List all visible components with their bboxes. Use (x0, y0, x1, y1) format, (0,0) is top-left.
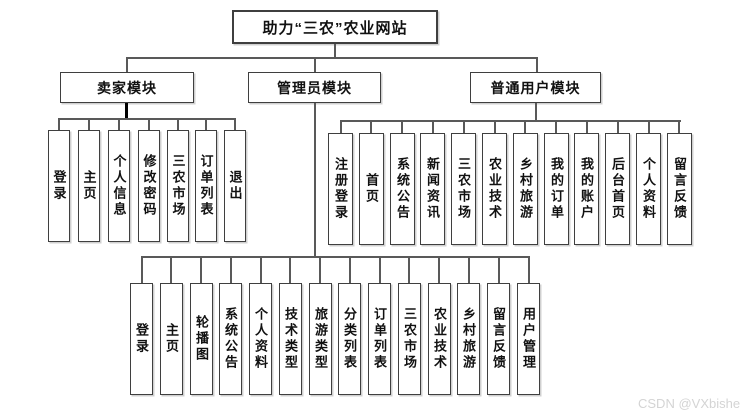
connector-leaf-stub (438, 256, 440, 283)
connector-root-drop (334, 44, 336, 58)
leaf-node: 技术类型 (279, 283, 302, 395)
leaf-node: 主页 (78, 130, 100, 242)
connector-leaf-stub (617, 120, 619, 133)
leaf-node: 乡村旅游 (457, 283, 480, 395)
connector-leaf-stub (401, 120, 403, 133)
connector-leaf-stub (463, 120, 465, 133)
leaf-node: 分类列表 (338, 283, 361, 395)
connector-leaf-stub (289, 256, 291, 283)
connector-drop-admin (314, 57, 316, 72)
leaf-node: 首页 (359, 133, 384, 245)
connector-leaf-stub (648, 120, 650, 133)
connector-leaf-stub (260, 256, 262, 283)
leaf-node: 留言反馈 (667, 133, 692, 245)
connector-leaf-stub (170, 256, 172, 283)
connector-leaf-stub (58, 118, 60, 130)
leaf-node: 农业技术 (428, 283, 451, 395)
leaf-node: 个人资料 (249, 283, 272, 395)
connector-admin-rail (141, 256, 530, 258)
leaf-node: 系统公告 (219, 283, 242, 395)
connector-leaf-stub (524, 120, 526, 133)
connector-leaf-stub (230, 256, 232, 283)
connector-leaf-stub (340, 120, 342, 133)
leaf-node: 个人信息 (108, 130, 130, 242)
leaf-node: 农业技术 (482, 133, 507, 245)
connector-seller-rail (58, 118, 236, 120)
connector-leaf-stub (205, 118, 207, 130)
connector-leaf-stub (148, 118, 150, 130)
connector-leaf-stub (370, 120, 372, 133)
connector-drop-user (536, 57, 538, 72)
connector-seller-trunk (125, 103, 128, 120)
leaf-node: 登录 (130, 283, 153, 395)
leaf-node: 我的账户 (574, 133, 599, 245)
connector-leaf-stub (379, 256, 381, 283)
connector-leaf-stub (200, 256, 202, 283)
module-box-seller: 卖家模块 (60, 72, 194, 103)
leaf-node: 用户管理 (517, 283, 540, 395)
connector-leaf-stub (319, 256, 321, 283)
connector-leaf-stub (88, 118, 90, 130)
leaf-node: 旅游类型 (309, 283, 332, 395)
connector-leaf-stub (118, 118, 120, 130)
connector-leaf-stub (494, 120, 496, 133)
leaf-node: 订单列表 (368, 283, 391, 395)
leaf-node: 留言反馈 (487, 283, 510, 395)
connector-drop-seller (126, 57, 128, 72)
connector-leaf-stub (177, 118, 179, 130)
connector-leaf-stub (678, 120, 680, 133)
connector-leaf-stub (234, 118, 236, 130)
watermark: CSDN @VXbishe (638, 396, 741, 411)
leaf-node: 主页 (160, 283, 183, 395)
leaf-node: 系统公告 (390, 133, 415, 245)
connector-leaf-stub (586, 120, 588, 133)
leaf-node: 三农市场 (167, 130, 189, 242)
leaf-node: 登录 (48, 130, 70, 242)
leaf-node: 新闻资讯 (420, 133, 445, 245)
leaf-node: 订单列表 (195, 130, 217, 242)
connector-user-trunk (535, 103, 537, 122)
leaf-node: 我的订单 (544, 133, 569, 245)
connector-leaf-stub (349, 256, 351, 283)
connector-leaf-stub (528, 256, 530, 283)
leaf-node: 三农市场 (451, 133, 476, 245)
connector-leaf-stub (408, 256, 410, 283)
leaf-node: 注册登录 (328, 133, 353, 245)
connector-top-rail (126, 57, 538, 59)
leaf-node: 修改密码 (138, 130, 160, 242)
leaf-node: 后台首页 (605, 133, 630, 245)
leaf-node: 三农市场 (398, 283, 421, 395)
leaf-node: 轮播图 (190, 283, 213, 395)
module-box-admin: 管理员模块 (248, 72, 381, 103)
connector-leaf-stub (468, 256, 470, 283)
connector-user-rail (340, 120, 681, 122)
connector-admin-trunk (314, 103, 316, 258)
leaf-node: 退出 (224, 130, 246, 242)
leaf-node: 乡村旅游 (513, 133, 538, 245)
connector-leaf-stub (141, 256, 143, 283)
connector-leaf-stub (555, 120, 557, 133)
connector-leaf-stub (498, 256, 500, 283)
leaf-node: 个人资料 (636, 133, 661, 245)
root-node: 助力“三农”农业网站 (232, 10, 438, 44)
module-box-user: 普通用户模块 (470, 72, 601, 103)
connector-leaf-stub (432, 120, 434, 133)
